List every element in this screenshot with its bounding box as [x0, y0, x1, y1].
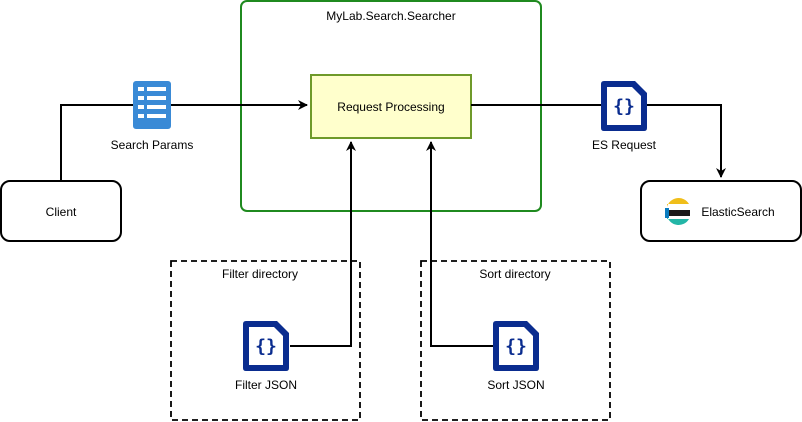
processing-to-elasticsearch-edge — [471, 104, 726, 178]
sort-directory-label: Sort directory — [479, 267, 550, 281]
request-processing-node[interactable]: Request Processing — [310, 74, 472, 139]
request-processing-label: Request Processing — [337, 100, 444, 114]
sort-json-to-processing-edge — [426, 141, 493, 347]
filter-json-label: Filter JSON — [235, 378, 297, 392]
es-request-label: ES Request — [592, 138, 657, 152]
search-params-node[interactable]: Search Params — [111, 81, 194, 152]
filter-json-node[interactable]: {} Filter JSON — [235, 321, 297, 392]
elasticsearch-node[interactable]: ElasticSearch — [640, 180, 802, 242]
filter-directory-container[interactable]: Filter directory — [170, 260, 361, 421]
sort-json-node[interactable]: {} Sort JSON — [487, 321, 545, 392]
svg-text:{}: {} — [613, 96, 635, 117]
filter-directory-label: Filter directory — [222, 267, 298, 281]
searcher-container-label: MyLab.Search.Searcher — [326, 9, 455, 23]
json-file-icon: {} — [493, 321, 539, 371]
client-to-processing-edge — [60, 100, 308, 181]
svg-text:{}: {} — [255, 336, 277, 357]
client-label: Client — [46, 205, 77, 219]
es-request-node[interactable]: {} ES Request — [592, 81, 657, 152]
svg-text:{}: {} — [505, 336, 527, 357]
client-node[interactable]: Client — [0, 180, 122, 242]
sort-directory-container[interactable]: Sort directory — [420, 260, 611, 421]
elasticsearch-label: ElasticSearch — [701, 205, 774, 219]
search-params-label: Search Params — [111, 138, 194, 152]
connectors — [60, 100, 726, 347]
elasticsearch-logo-icon — [665, 198, 690, 225]
filter-json-to-processing-edge — [290, 141, 356, 347]
list-document-icon — [133, 81, 171, 129]
json-file-icon: {} — [601, 81, 647, 131]
json-file-icon: {} — [243, 321, 289, 371]
sort-json-label: Sort JSON — [487, 378, 544, 392]
